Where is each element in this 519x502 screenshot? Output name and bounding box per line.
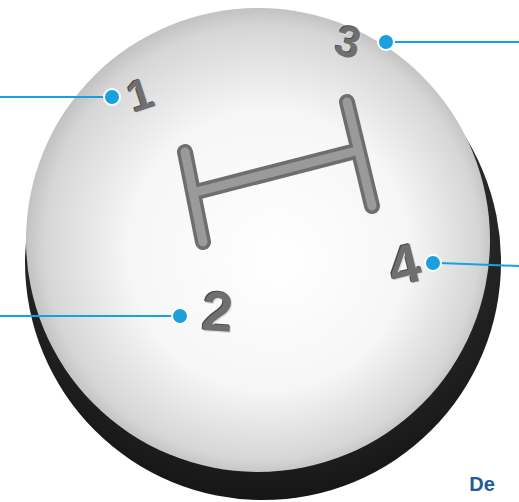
leader-lines [0, 34, 519, 324]
note-text: De [469, 474, 495, 494]
knob-top [26, 8, 490, 472]
shift-pattern [185, 102, 372, 242]
callout-number: 2 [201, 283, 236, 341]
